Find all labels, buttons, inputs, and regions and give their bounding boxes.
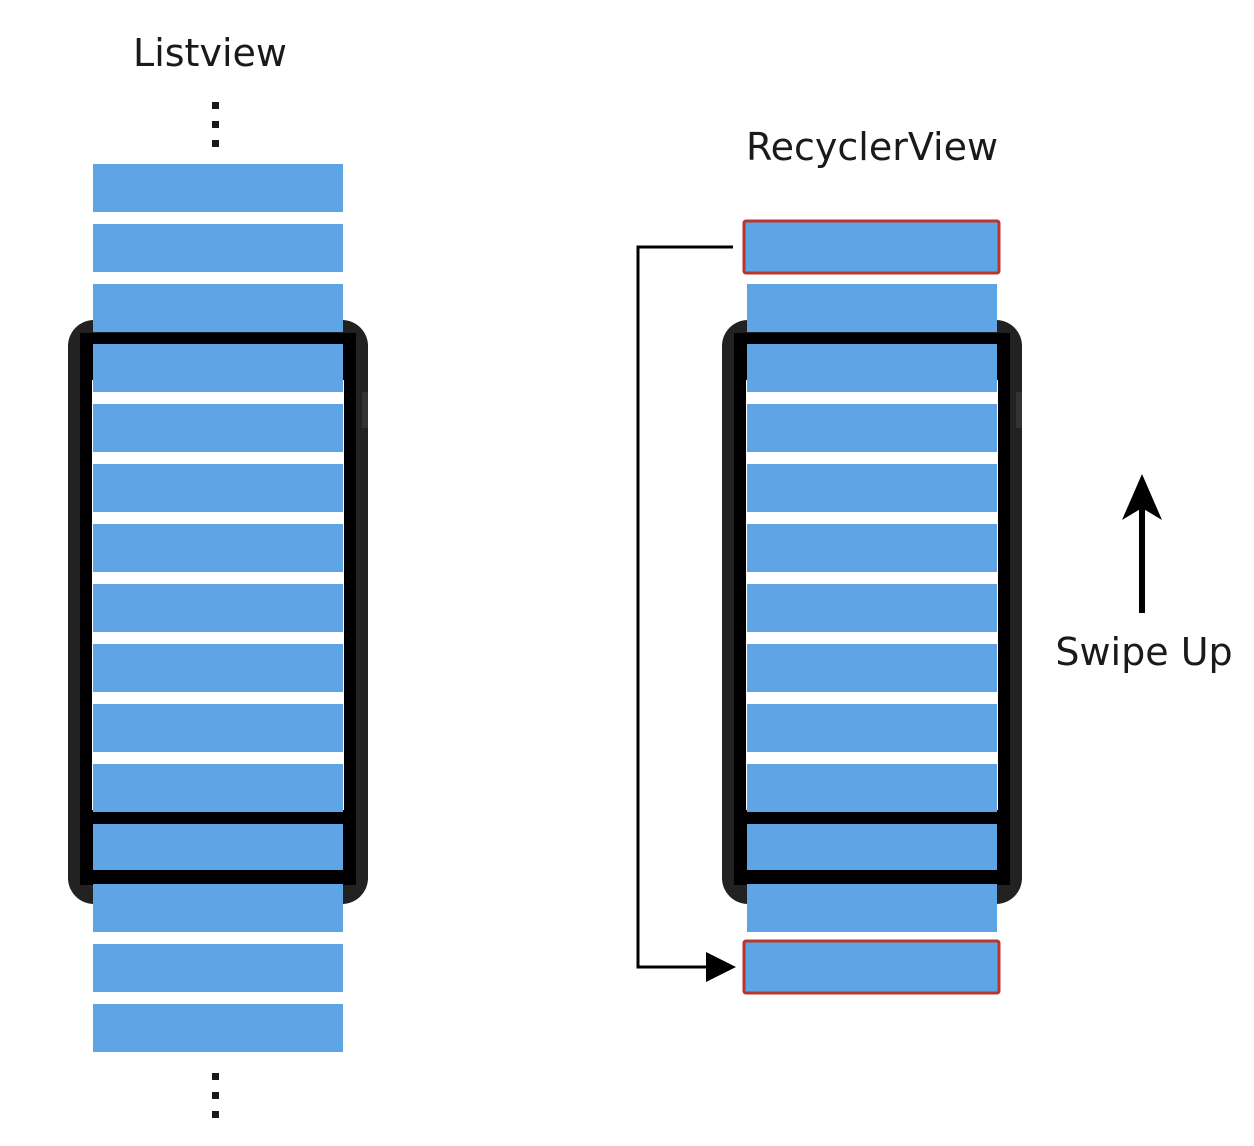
recycled-item-bottom: [742, 939, 1001, 995]
listview-item: [93, 824, 343, 872]
recycled-item-top: [742, 219, 1001, 275]
recyclerview-item: [747, 404, 997, 452]
listview-item: [93, 164, 343, 212]
listview-item: [93, 464, 343, 512]
phone-bezel-overlay: [80, 333, 356, 881]
recyclerview-item: [747, 584, 997, 632]
recyclerview-item: [747, 284, 997, 332]
recyclerview-item: [747, 884, 997, 932]
vertical-ellipsis-icon: [212, 1073, 219, 1118]
recyclerview-items: [742, 219, 1001, 995]
up-arrow-icon: [1122, 474, 1162, 613]
listview-item: [93, 704, 343, 752]
recyclerview-item: [747, 644, 997, 692]
listview-item: [93, 764, 343, 812]
recyclerview-item: [747, 824, 997, 872]
phone-bezel-overlay: [734, 333, 1010, 881]
listview-item: [93, 284, 343, 332]
swipe-up-label: Swipe Up: [1055, 630, 1232, 674]
recyclerview-item: [747, 524, 997, 572]
listview-item: [93, 644, 343, 692]
recyclerview-panel: RecyclerView Swipe Up: [636, 125, 1233, 995]
listview-item: [93, 944, 343, 992]
listview-title: Listview: [133, 31, 287, 75]
recyclerview-item: [747, 764, 997, 812]
recycle-flow-arrow-icon: [636, 245, 736, 982]
listview-item: [93, 1004, 343, 1052]
recyclerview-item: [747, 464, 997, 512]
listview-item: [93, 404, 343, 452]
listview-item: [93, 344, 343, 392]
recyclerview-item: [747, 704, 997, 752]
listview-panel: Listview: [68, 31, 368, 1118]
listview-items: [93, 164, 343, 1052]
listview-item: [93, 224, 343, 272]
listview-item: [93, 584, 343, 632]
recyclerview-title: RecyclerView: [746, 125, 998, 169]
vertical-ellipsis-icon: [212, 102, 219, 147]
listview-item: [93, 524, 343, 572]
listview-item: [93, 884, 343, 932]
recyclerview-item: [747, 344, 997, 392]
